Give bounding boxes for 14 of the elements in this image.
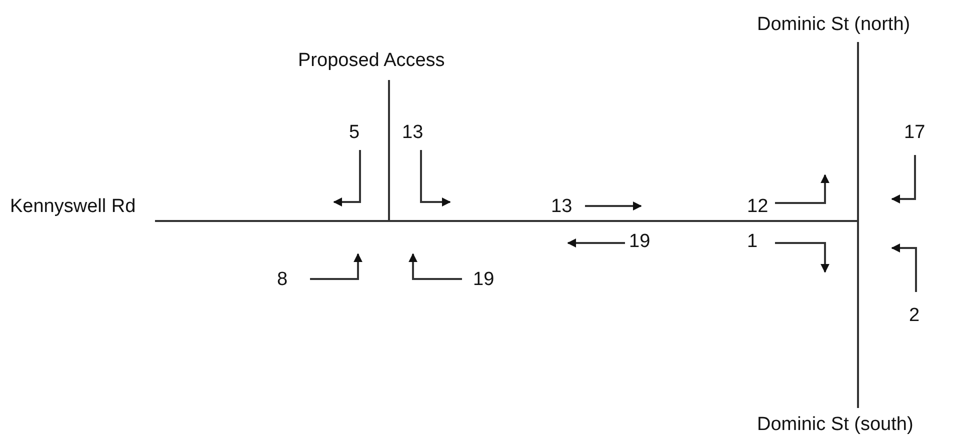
traffic-count: 12 — [747, 196, 768, 218]
traffic-count: 19 — [629, 231, 650, 253]
traffic-count: 5 — [349, 122, 360, 144]
street-name: Kennyswell Rd — [10, 196, 136, 218]
access-label: Proposed Access — [298, 50, 445, 72]
traffic-count: 19 — [473, 269, 494, 291]
street-name: Dominic St (south) — [757, 414, 914, 436]
traffic-count: 13 — [551, 196, 572, 218]
traffic-count: 13 — [402, 122, 424, 144]
traffic-count: 8 — [277, 269, 288, 291]
traffic-count: 2 — [909, 305, 920, 327]
traffic-count: 1 — [747, 231, 758, 253]
traffic-count: 17 — [904, 122, 926, 144]
street-name: Dominic St (north) — [757, 14, 910, 36]
